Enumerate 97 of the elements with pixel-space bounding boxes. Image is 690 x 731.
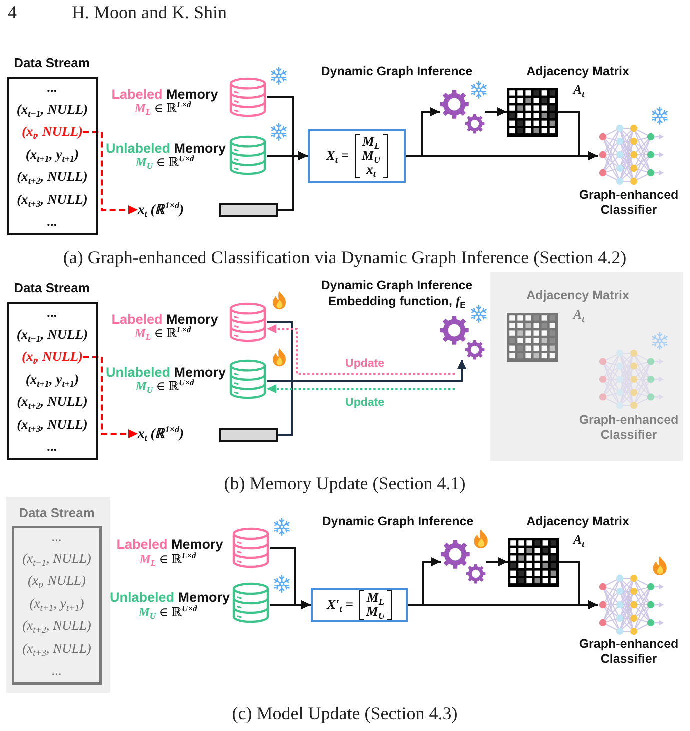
dashed-arrow	[83, 356, 138, 438]
edge-label: Update	[344, 358, 386, 370]
memory-formula: M$_{L}$ ∈ ℝ$^{L×d}$	[134, 326, 192, 342]
matrix-entry: M$_{L}$	[362, 135, 380, 149]
database-cylinder	[232, 527, 270, 569]
database-cylinder	[229, 135, 267, 176]
adjacency-matrix-grid	[508, 538, 559, 587]
sequence-item: (x$_{t}$, NULL)	[22, 348, 84, 366]
memory-formula: M$_{L}$ ∈ ℝ$^{L×d}$	[134, 102, 192, 116]
equation-label: X′$_{t}$ =	[326, 597, 354, 613]
figure-caption: (a) Graph-enhanced Classification via Dynamic Graph Inference (Section 4.2)	[63, 248, 627, 268]
module-heading: Dynamic Graph Inference	[321, 278, 473, 294]
page-number: 4	[8, 2, 17, 24]
sequence-item: (x$_{t+2}$, NULL)	[22, 617, 92, 636]
arrow	[485, 108, 507, 116]
memory-formula: M$_{L}$ ∈ ℝ$^{L×d}$	[140, 552, 196, 568]
dashed-arrow	[267, 324, 455, 375]
database-cylinder	[229, 359, 267, 400]
section-heading: Data Stream	[19, 506, 95, 520]
matrix-symbol: A$_{t}$	[573, 307, 585, 323]
section-heading: Data Stream	[14, 280, 90, 296]
sequence-item: (x$_{t+3}$, NULL)	[17, 190, 88, 208]
sequence-item: ...	[47, 78, 58, 96]
section-heading: Data Stream	[14, 56, 90, 70]
database-cylinder	[232, 582, 270, 624]
vector-bar	[219, 428, 278, 442]
gears-icon	[440, 90, 485, 134]
matrix-symbol: A$_{t}$	[573, 532, 585, 548]
vector-label: x$_{t}$ (ℝ$^{1×d}$)	[138, 201, 184, 219]
arrow	[559, 561, 598, 610]
memory-label: Unlabeled Memory	[106, 364, 226, 380]
module-heading: Adjacency Matrix	[526, 514, 630, 530]
module-heading: Embedding function, f$_{E}$	[328, 294, 466, 310]
sequence-item: ...	[47, 438, 58, 456]
memory-label: Unlabeled Memory	[110, 590, 230, 606]
neural-network-diagram	[598, 350, 664, 410]
equation-box	[311, 588, 408, 622]
shaded-panel	[6, 497, 110, 693]
equation-label: X$_{t}$ =	[326, 148, 349, 164]
sequence-item: (x$_{t+2}$, NULL)	[17, 168, 88, 186]
memory-label: Labeled Memory	[116, 536, 224, 552]
sequence-item: (x$_{t+1}$, y$_{t+1}$)	[26, 146, 80, 164]
edge-label: Update	[344, 397, 386, 409]
classifier-label: Graph-enhanced Classifier	[578, 637, 680, 667]
memory-label: Unlabeled Memory	[106, 140, 226, 156]
gears-icon	[441, 540, 486, 584]
running-header: H. Moon and K. Shin	[72, 2, 228, 24]
vector-label: x$_{t}$ (ℝ$^{1×d}$)	[138, 425, 184, 443]
figure-caption: (b) Memory Update (Section 4.1)	[224, 474, 466, 494]
adjacency-matrix-grid	[507, 313, 558, 362]
sequence-item: ...	[47, 212, 58, 231]
matrix-entry: x$_{t}$	[366, 163, 376, 177]
classifier-label: Graph-enhanced Classifier	[578, 188, 680, 218]
memory-formula: M$_{U}$ ∈ ℝ$^{U×d}$	[136, 156, 194, 170]
classifier-label: Graph-enhanced Classifier	[578, 413, 680, 443]
module-heading: Adjacency Matrix	[526, 64, 630, 80]
sequence-item: ...	[52, 662, 62, 680]
module-heading: Dynamic Graph Inference	[321, 64, 473, 80]
neural-network-diagram	[598, 125, 664, 186]
dashed-arrow	[267, 384, 455, 394]
figure-caption: (c) Model Update (Section 4.3)	[232, 704, 458, 724]
matrix-entry: M$_{U}$	[362, 149, 381, 163]
module-heading: Adjacency Matrix	[526, 288, 630, 304]
sequence-item: (x$_{t+1}$, y$_{t+1}$)	[26, 370, 80, 389]
shaded-panel	[490, 272, 683, 461]
sequence-item: (x$_{t−1}$, NULL)	[22, 550, 92, 568]
memory-formula: M$_{U}$ ∈ ℝ$^{U×d}$	[138, 606, 198, 620]
matrix-entry: M$_{L}$	[366, 591, 385, 605]
gears-icon	[440, 316, 485, 360]
dashed-arrow	[83, 131, 138, 214]
arrow	[270, 600, 311, 610]
adjacency-matrix-grid	[507, 88, 558, 137]
sequence-item: ...	[52, 528, 62, 546]
matrix-symbol: A$_{t}$	[573, 82, 585, 98]
database-cylinder	[229, 77, 267, 118]
sequence-item: (x$_{t−1}$, NULL)	[16, 326, 88, 344]
module-heading: Dynamic Graph Inference	[322, 514, 474, 530]
sequence-item: (x$_{t}$, NULL)	[28, 572, 86, 590]
memory-label: Labeled Memory	[112, 86, 218, 102]
arrow	[278, 152, 308, 211]
arrow	[278, 360, 466, 436]
arrow	[558, 111, 598, 160]
vector-bar	[219, 203, 278, 217]
memory-formula: M$_{U}$ ∈ ℝ$^{U×d}$	[136, 380, 194, 394]
equation-box	[308, 129, 406, 183]
sequence-item: (x$_{t+3}$, NULL)	[22, 640, 92, 658]
sequence-item: (x$_{t+1}$, y$_{t+1}$)	[30, 594, 84, 613]
sequence-item: (x$_{t−1}$, NULL)	[16, 100, 88, 119]
arrow	[486, 558, 508, 566]
sequence-item: ...	[47, 304, 58, 322]
memory-label: Labeled Memory	[112, 312, 218, 327]
sequence-item: (x$_{t+2}$, NULL)	[17, 393, 88, 412]
sequence-item: (x$_{t+3}$, NULL)	[17, 416, 88, 434]
matrix-entry: M$_{U}$	[366, 605, 386, 619]
neural-network-diagram	[598, 575, 664, 636]
database-cylinder	[229, 302, 267, 343]
sequence-item: (x$_{t}$, NULL)	[22, 123, 84, 142]
